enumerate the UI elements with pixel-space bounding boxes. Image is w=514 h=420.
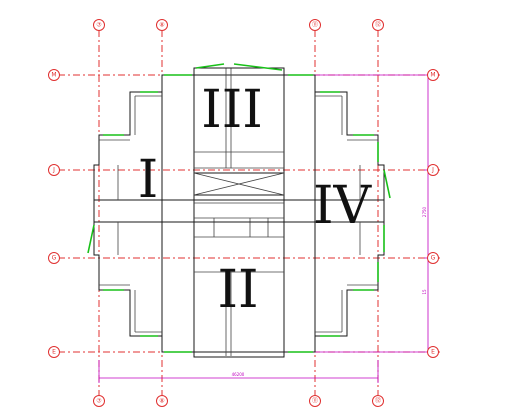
axis-bubble-7-bottom: ⑦: [96, 398, 102, 405]
axis-bubble-8-top: ⑧: [159, 22, 164, 29]
axis-bubble-12-top: ⑫: [375, 21, 381, 29]
axis-bubble-g-left: G: [52, 255, 57, 262]
window-north-right: [233, 63, 283, 71]
axis-bubble-11-bottom: ⑪: [312, 397, 318, 405]
axis-bubble-e-right: E: [431, 349, 435, 356]
dim-right-total-text: 2750: [422, 206, 427, 217]
dim-bottom-text: 46200: [232, 372, 245, 377]
axis-bubble-7-top: ⑦: [96, 22, 102, 29]
axis-bubble-11-top: ⑪: [312, 21, 318, 29]
axis-bubbles: ⑦ ⑧ ⑪ ⑫ ⑦ ⑧ ⑪ ⑫ M J G E M J G E: [48, 19, 439, 407]
axis-bubble-m-left: M: [51, 72, 56, 79]
axis-bubble-j-left: J: [52, 167, 55, 174]
window-west: [87, 224, 95, 254]
windows: [87, 63, 391, 353]
axis-bubble-j-right: J: [431, 167, 434, 174]
window-east-upper: [383, 169, 391, 199]
zone-label-3: III: [201, 80, 263, 140]
zone-labels: I II III IV: [138, 80, 373, 320]
dim-right-lower-text: 15: [422, 289, 427, 295]
core-outline: [161, 74, 316, 353]
dimension-lines: 46200 2750 15: [98, 74, 433, 383]
axis-bubble-m-right: M: [430, 72, 435, 79]
zone-label-2: II: [217, 260, 258, 320]
window-north-left: [195, 63, 225, 69]
zone-label-4: IV: [313, 176, 373, 236]
axis-bubble-12-bottom: ⑫: [375, 397, 381, 405]
zone-label-1: I: [138, 150, 159, 210]
axis-bubble-g-right: G: [431, 255, 436, 262]
axis-bubble-e-left: E: [52, 349, 56, 356]
axis-bubble-8-bottom: ⑧: [159, 398, 164, 405]
building-walls: [93, 67, 385, 358]
